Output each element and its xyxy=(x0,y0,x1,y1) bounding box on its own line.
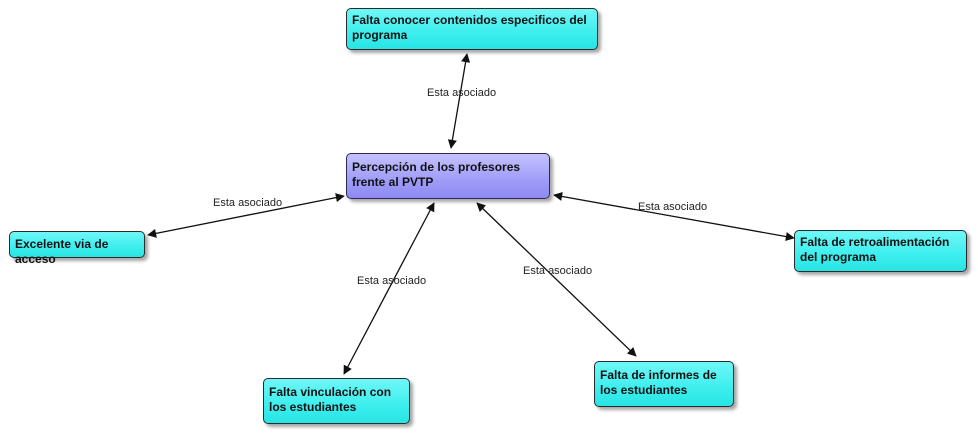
concept-node-right[interactable]: Falta de retroalimentación del programa xyxy=(794,230,967,272)
connector-top xyxy=(447,53,471,149)
connector-left xyxy=(147,193,345,238)
concept-node-bottom-left[interactable]: Falta vinculación con los estudiantes xyxy=(263,378,410,424)
edge-label-bottom-right: Esta asociado xyxy=(523,265,592,277)
connector-right xyxy=(553,191,795,242)
connector-bottom-right xyxy=(476,202,637,357)
edge-label-right: Esta asociado xyxy=(638,201,707,213)
concept-node-bottom-right-label: Falta de informes de los estudiantes xyxy=(600,368,717,397)
concept-node-top-label: Falta conocer contenidos especificos del… xyxy=(352,13,587,42)
concept-node-right-label: Falta de retroalimentación del programa xyxy=(800,235,950,264)
concept-node-center-label: Percepción de los profesores frente al P… xyxy=(352,160,521,189)
concept-node-left-label: Excelente via de acceso xyxy=(15,237,109,266)
concept-node-bottom-right[interactable]: Falta de informes de los estudiantes xyxy=(594,361,734,407)
concept-node-center[interactable]: Percepción de los profesores frente al P… xyxy=(346,153,550,199)
edge-label-left: Esta asociado xyxy=(213,197,282,209)
concept-node-left[interactable]: Excelente via de acceso xyxy=(9,231,145,266)
concept-node-top[interactable]: Falta conocer contenidos especificos del… xyxy=(346,8,598,50)
concept-node-bottom-left-label: Falta vinculación con los estudiantes xyxy=(269,385,392,414)
connector-bottom-left xyxy=(343,202,435,375)
edge-label-top: Esta asociado xyxy=(427,87,496,99)
edge-label-bottom-left: Esta asociado xyxy=(357,275,426,287)
